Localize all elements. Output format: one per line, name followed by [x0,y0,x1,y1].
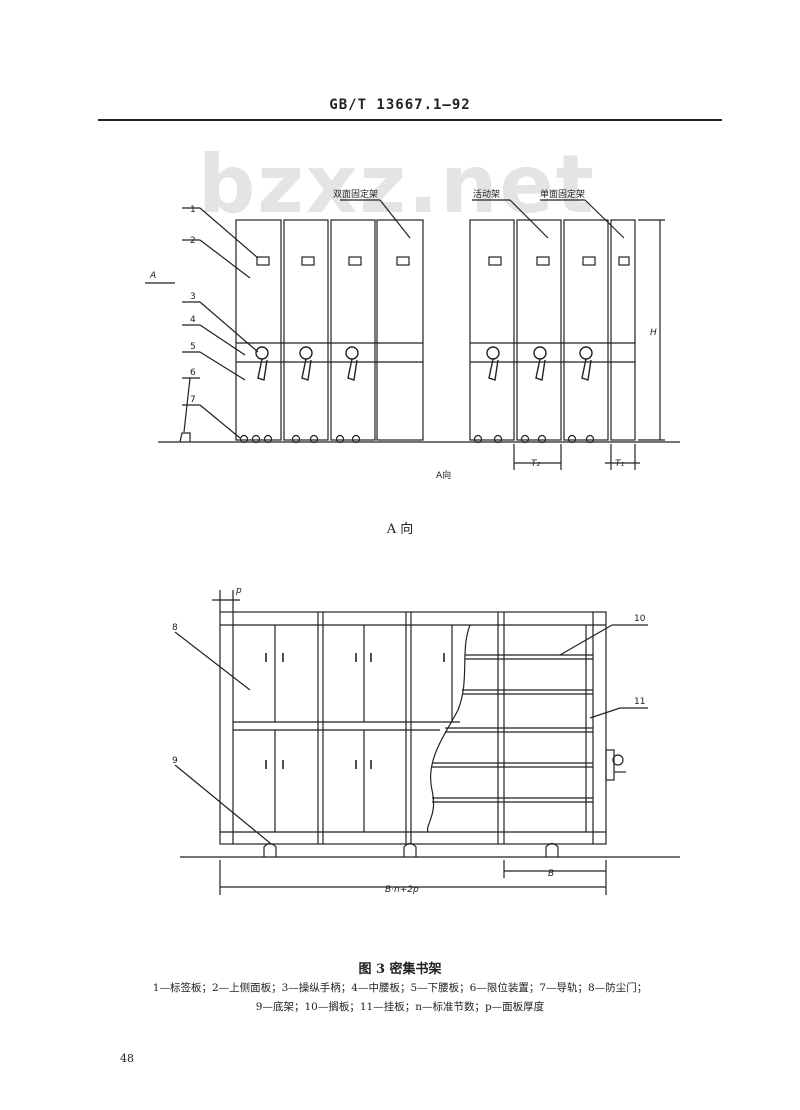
figure-top-caption: A 向 [386,522,414,537]
legend-line-1: 1—标签板；2—上侧面板；3—操纵手柄；4—中腰板；5—下腰板；6—限位装置；7… [152,982,648,994]
callout-11: 11 [634,697,645,707]
label-movable-shelf: 活动架 [473,188,500,200]
header-rule [98,119,722,121]
page-number: 48 [120,1052,134,1065]
callout-6: 6 [190,368,196,378]
callout-10: 10 [634,614,646,624]
label-height-h: H [650,328,657,338]
callout-9: 9 [172,756,178,766]
callout-4: 4 [190,315,196,325]
legend-line-2: 9—底架；10—搁板；11—挂板；n—标准节数；p—面板厚度 [255,1001,545,1013]
callout-7: 7 [190,395,196,405]
top-figure-shelving-front-view: 双面固定架 活动架 单面固定架 A H T₂ T₁ A向 1 2 3 4 5 6… [145,188,680,481]
label-a-direction-small: A向 [436,469,451,481]
label-total-width: B·n+2p [385,885,419,895]
callout-8: 8 [172,623,178,633]
standard-code-header: GB/T 13667.1—92 [329,97,471,113]
label-double-fixed-shelf: 双面固定架 [333,188,378,200]
callout-2: 2 [190,236,196,246]
label-b: B [548,869,554,879]
callout-3: 3 [190,292,196,302]
callout-1: 1 [190,205,196,215]
label-p: p [235,586,242,596]
watermark: bzxz.net [198,138,596,231]
label-a-arrow: A [149,271,156,281]
label-t2: T₂ [531,459,540,469]
label-t1: T₁ [615,459,624,469]
callout-5: 5 [190,342,196,352]
bottom-figure-shelving-side-view: p B·n+2p B 8 9 10 11 [172,586,680,895]
label-single-fixed-shelf: 单面固定架 [540,188,585,200]
figure-title: 图 3 密集书架 [358,962,442,977]
